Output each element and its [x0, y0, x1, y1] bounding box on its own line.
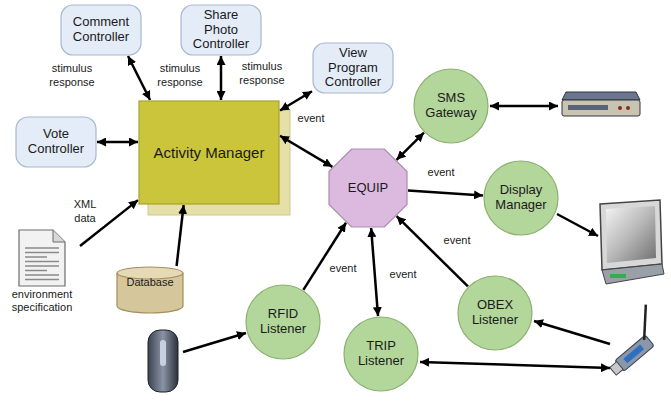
connector-arrow — [97, 141, 138, 144]
bluetooth-dongle-device — [623, 345, 644, 364]
service-circle-outline — [458, 276, 532, 350]
document-icon-outline — [53, 230, 65, 242]
device-wire — [183, 333, 246, 352]
device-wire — [420, 362, 610, 368]
document-icon-outline — [25, 256, 47, 258]
service-circle: Display Manager — [483, 160, 559, 236]
database-cylinder-outline — [116, 266, 184, 314]
document-icon-outline — [25, 279, 59, 281]
rfid-reader-device — [160, 340, 166, 366]
node-label: Display Manager — [491, 183, 551, 213]
connector-arrow — [303, 223, 346, 290]
controller-box: View Program Controller — [312, 42, 394, 94]
controller-box: Comment Controller — [60, 4, 142, 56]
document-icon-outline — [19, 230, 65, 286]
controller-box: Vote Controller — [15, 116, 97, 168]
node-label: Vote Controller — [21, 127, 91, 157]
node-label: environment specification — [10, 288, 74, 313]
document-icon-outline — [25, 252, 59, 254]
node-label: Activity Manager — [154, 144, 265, 161]
controller-box-outline — [181, 5, 261, 55]
edge-label: XML data — [66, 198, 104, 226]
service-circle-outline — [414, 69, 488, 143]
modem-device — [562, 92, 640, 116]
service-circle: OBEX Listener — [457, 275, 533, 351]
controller-box-outline — [16, 117, 96, 167]
edge-label: event — [386, 268, 420, 282]
modem-device — [562, 100, 640, 116]
service-circle-outline — [344, 317, 418, 391]
database-cylinder: Database — [116, 266, 184, 314]
node-label: OBEX Listener — [465, 298, 525, 328]
manager-box: Activity Manager — [138, 100, 280, 205]
device-wire — [534, 321, 610, 344]
edge-label: event — [326, 262, 360, 276]
edge-label: event — [294, 112, 328, 126]
edge-label: stimulus response — [150, 62, 210, 90]
monitor-device — [610, 274, 626, 278]
connector-arrow — [397, 133, 424, 160]
edge-label: stimulus response — [232, 60, 292, 88]
document-icon-outline — [25, 265, 59, 267]
node-label: Share Photo Controller — [186, 8, 256, 53]
connector-arrow — [280, 136, 332, 167]
monitor-device — [602, 264, 664, 284]
monitor-device — [600, 200, 664, 284]
controller-box-outline — [61, 5, 141, 55]
service-circle: RFID Listener — [245, 284, 321, 360]
service-circle-outline — [484, 161, 558, 235]
controller-box: Share Photo Controller — [180, 4, 262, 56]
connector-arrow — [177, 205, 184, 266]
edge-label: event — [440, 234, 474, 248]
bluetooth-dongle-device — [610, 362, 623, 375]
device-wire — [490, 105, 558, 108]
connector-arrow — [220, 56, 223, 100]
bluetooth-dongle-device — [594, 305, 670, 377]
service-circle: TRIP Listener — [343, 316, 419, 392]
database-cylinder-outline — [117, 273, 183, 313]
modem-device — [618, 106, 622, 110]
node-label: Comment Controller — [66, 15, 136, 45]
manager-box-outline — [139, 101, 279, 204]
monitor-device — [606, 206, 656, 263]
connector-arrow — [280, 91, 312, 110]
equip-octagon-outline — [329, 149, 407, 227]
edge-label: event — [424, 166, 458, 180]
equip-octagon: EQUIP — [328, 148, 408, 228]
document-icon-outline — [25, 270, 47, 272]
node-label: RFID Listener — [253, 307, 313, 337]
monitor-device — [600, 200, 662, 270]
modem-device — [568, 105, 608, 110]
document-icon-outline — [25, 247, 59, 249]
device-wire — [557, 214, 598, 236]
node-label: TRIP Listener — [351, 339, 411, 369]
node-label: View Program Controller — [318, 46, 388, 91]
rfid-reader-device — [148, 330, 178, 392]
service-circle-outline — [246, 285, 320, 359]
edge-label: stimulus response — [40, 62, 104, 90]
modem-device — [626, 106, 630, 110]
controller-box-outline — [313, 43, 393, 93]
node-label: EQUIP — [348, 181, 388, 196]
modem-device — [562, 92, 640, 100]
node-label: SMS Gateway — [421, 91, 481, 121]
document-icon-outline — [25, 261, 59, 263]
connector-arrow — [128, 56, 150, 100]
document-icon-outline — [25, 274, 59, 276]
document-icon-outline — [19, 230, 65, 286]
connector-arrow — [408, 191, 483, 196]
document-icon: environment specification — [4, 228, 80, 324]
node-label: Database — [126, 276, 173, 289]
service-circle: SMS Gateway — [413, 68, 489, 144]
rfid-reader-device — [148, 330, 178, 392]
bluetooth-dongle-device — [627, 305, 662, 340]
connector-arrow — [371, 228, 378, 316]
